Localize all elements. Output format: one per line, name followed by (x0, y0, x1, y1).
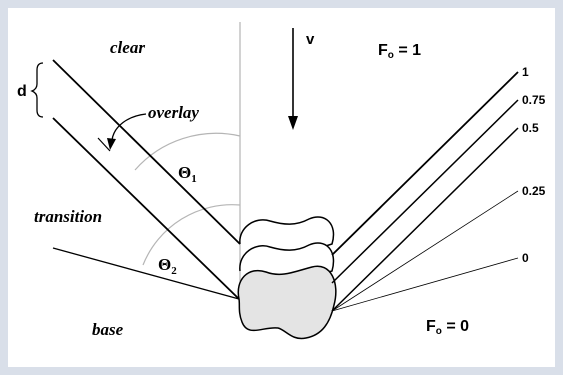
label-clear: clear (110, 38, 145, 57)
band-direction-arrow (97, 137, 111, 152)
theta1-arc (134, 132, 241, 171)
fan-line-1 (331, 71, 519, 256)
fan-label-0.75: 0.75 (522, 93, 546, 107)
label-v: v (306, 31, 315, 48)
overlay-pointer-head (107, 138, 116, 150)
fan-line-0.75 (331, 99, 519, 284)
fan-label-1: 1 (522, 65, 529, 79)
label-f0-top: Fo = 1 (378, 42, 421, 61)
fan-label-0.5: 0.5 (522, 121, 539, 135)
label-d: d (17, 83, 27, 100)
label-transition: transition (34, 207, 102, 226)
fan-line-0.25 (331, 190, 519, 312)
fan-line-0.5 (331, 127, 519, 312)
thickness-bracket (30, 62, 44, 118)
label-f0-bottom: Fo = 0 (426, 318, 469, 337)
velocity-arrow-head (288, 116, 298, 130)
label-theta1: Θ1 (178, 163, 197, 185)
particle-core (237, 265, 337, 340)
base-surface-line (52, 247, 240, 300)
label-theta2: Θ2 (158, 255, 177, 277)
overlay-band-upper-edge (52, 59, 241, 245)
theta2-arc (142, 204, 241, 266)
fan-label-0.25: 0.25 (522, 184, 546, 198)
overlay-band-lower-edge (52, 117, 240, 300)
fan-line-0 (331, 257, 519, 312)
fan-label-0: 0 (522, 251, 529, 265)
label-base: base (92, 320, 124, 339)
label-overlay: overlay (148, 103, 199, 122)
overlay-pointer-curve (111, 113, 147, 141)
